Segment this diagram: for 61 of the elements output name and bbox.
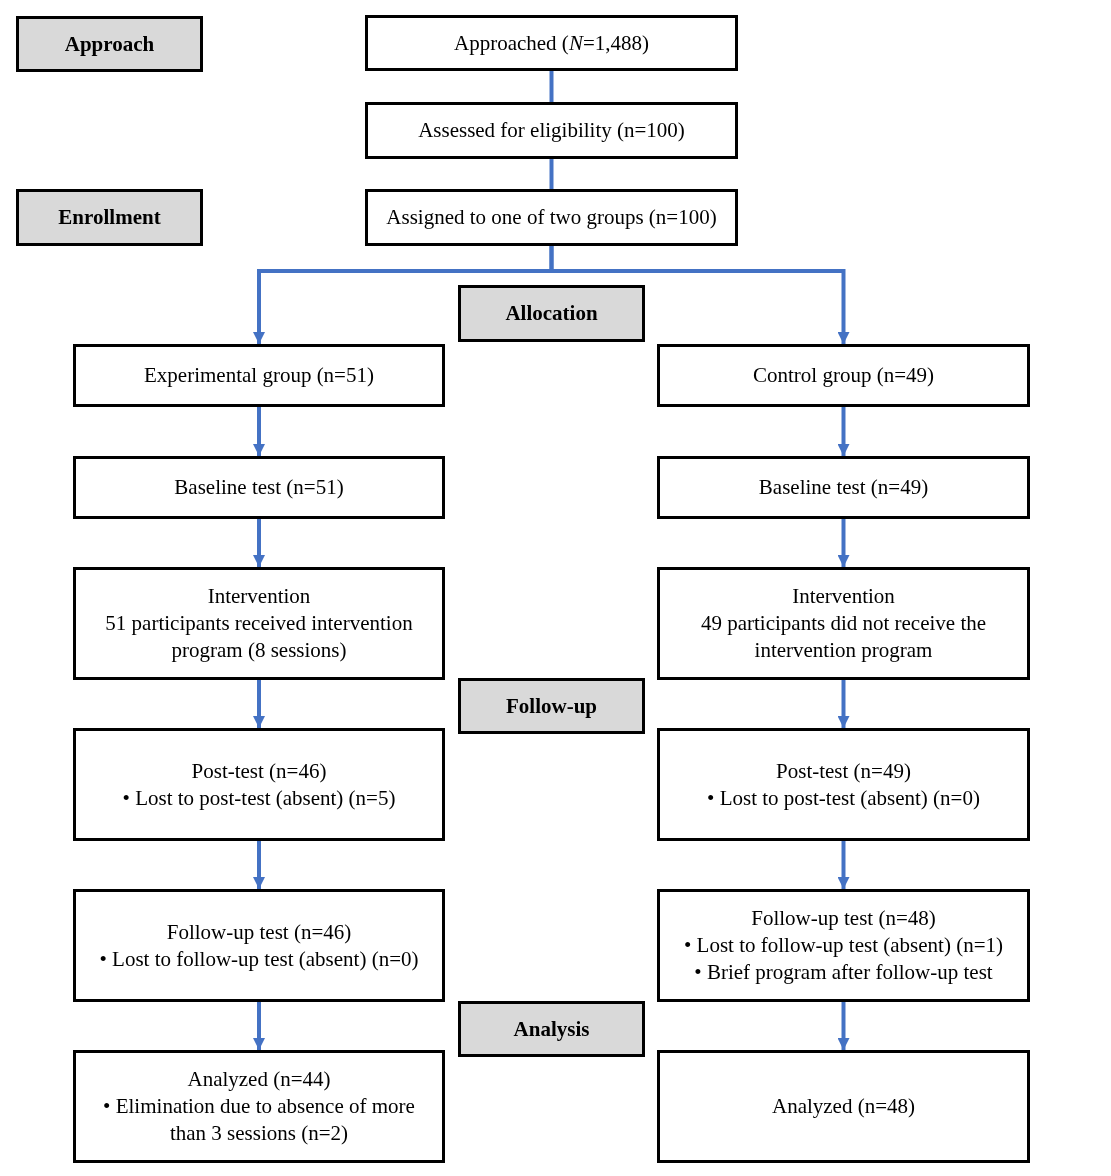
box-heading: Analyzed (n=44) bbox=[187, 1066, 331, 1093]
box-text: Experimental group (n=51) bbox=[144, 362, 374, 389]
arrow bbox=[253, 680, 265, 728]
box-text: • Lost to follow-up test (absent) (n=0) bbox=[99, 945, 419, 973]
arrow bbox=[253, 1002, 265, 1050]
arrow bbox=[837, 407, 850, 456]
box-text: Assigned to one of two groups (n=100) bbox=[386, 204, 717, 231]
process-box bbox=[73, 889, 445, 1002]
box-text: Baseline test (n=49) bbox=[758, 474, 929, 501]
box-heading: Intervention bbox=[792, 583, 895, 610]
arrow bbox=[253, 519, 265, 567]
box-text: • Lost to post-test (absent) (n=0) bbox=[707, 784, 980, 812]
arrow bbox=[549, 246, 850, 344]
arrow bbox=[837, 680, 850, 728]
process-box bbox=[657, 889, 1030, 1002]
stage-label: Analysis bbox=[513, 1015, 590, 1043]
stage-label-box bbox=[458, 1001, 645, 1057]
box-text: Control group (n=49) bbox=[753, 362, 934, 389]
box-heading: Follow-up test (n=46) bbox=[166, 918, 352, 946]
box-text: • Lost to post-test (absent) (n=5) bbox=[122, 784, 396, 812]
stage-label: Enrollment bbox=[58, 204, 161, 231]
box-text: 51 participants received intervention program (8 sessions) bbox=[104, 610, 414, 664]
box-heading: Follow-up test (n=48) bbox=[751, 905, 936, 932]
process-box bbox=[73, 1050, 445, 1163]
process-box bbox=[365, 102, 738, 159]
process-box bbox=[365, 189, 738, 246]
process-box bbox=[657, 456, 1030, 519]
stage-label: Follow-up bbox=[506, 692, 597, 720]
arrow bbox=[837, 1002, 850, 1050]
arrow bbox=[253, 407, 265, 456]
stage-label: Approach bbox=[64, 30, 155, 58]
process-box bbox=[657, 728, 1030, 841]
connector-line bbox=[549, 159, 554, 189]
box-heading: Intervention bbox=[207, 583, 311, 610]
box-text: 49 participants did not receive the intervention program bbox=[699, 610, 988, 664]
box-text: Analyzed (n=48) bbox=[771, 1093, 915, 1120]
process-box bbox=[657, 1050, 1030, 1163]
arrow bbox=[253, 841, 265, 889]
box-heading: Post-test (n=46) bbox=[191, 757, 327, 785]
arrow bbox=[837, 841, 850, 889]
stage-label: Allocation bbox=[505, 300, 598, 327]
box-text: • Brief program after follow-up test bbox=[694, 959, 993, 986]
box-text: • Elimination due to absence of more than 3 sessions (n=2) bbox=[102, 1093, 416, 1147]
connector-line bbox=[549, 71, 554, 102]
stage-label-box bbox=[458, 285, 645, 342]
process-box bbox=[365, 15, 738, 71]
stage-label-box bbox=[458, 678, 645, 734]
process-box bbox=[657, 344, 1030, 407]
box-text: Approached (N=1,488) bbox=[454, 29, 649, 57]
stage-label-box bbox=[16, 16, 203, 72]
box-heading: Post-test (n=49) bbox=[776, 757, 911, 785]
stage-label-box bbox=[16, 189, 203, 246]
process-box bbox=[73, 728, 445, 841]
box-text: • Lost to follow-up test (absent) (n=1) bbox=[684, 932, 1003, 959]
process-box bbox=[73, 344, 445, 407]
arrow bbox=[837, 519, 850, 567]
process-box bbox=[73, 567, 445, 680]
box-text: Baseline test (n=51) bbox=[174, 474, 344, 501]
process-box bbox=[73, 456, 445, 519]
process-box bbox=[657, 567, 1030, 680]
box-text: Assessed for eligibility (n=100) bbox=[418, 117, 685, 144]
